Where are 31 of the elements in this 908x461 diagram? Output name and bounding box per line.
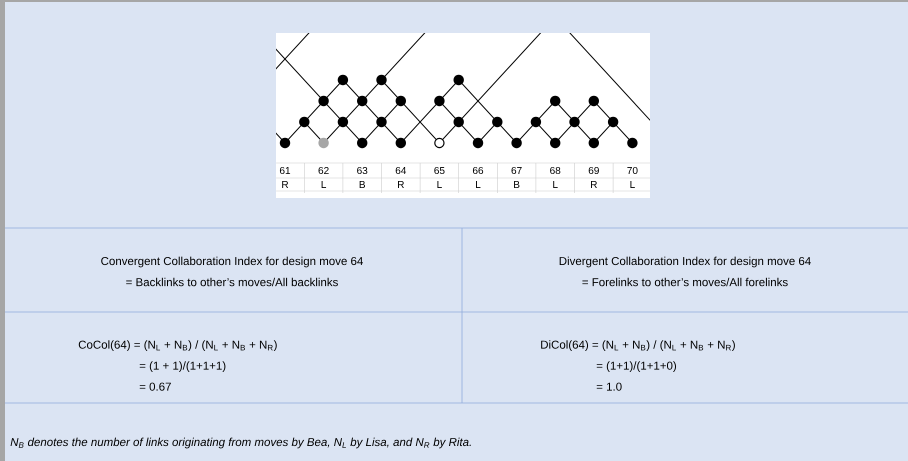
designer-letter: B xyxy=(360,181,366,188)
formula-line: = 1.0 xyxy=(596,382,622,391)
move-number: 61 xyxy=(280,166,290,174)
designer-letter: R xyxy=(282,181,288,188)
designer-letter: L xyxy=(630,181,635,188)
formula-line: CoCol(64) = (N$_{L}$ + N$_{B}$) / (N$_{L}$ + N$_{B}$ + N$_{R}$) xyxy=(78,340,277,351)
move-number: 67 xyxy=(512,166,522,174)
move-number: 66 xyxy=(472,166,484,174)
designer-letter: L xyxy=(553,181,558,188)
move-number: 63 xyxy=(357,166,368,174)
designer-letter: L xyxy=(322,181,326,188)
designer-letter: R xyxy=(398,181,404,188)
move-number: 68 xyxy=(550,166,560,174)
formula-line: = (1+1)/(1+1+0) xyxy=(596,361,676,372)
formula-line: = (1 + 1)/(1+1+1) xyxy=(140,361,226,372)
formula-line: DiCol(64) = (N$_{L}$ + N$_{B}$) / (N$_{L}$ + N$_{B}$ + N$_{R}$) xyxy=(541,340,735,351)
index-definition: = Forelinks to other’s moves/All forelinks xyxy=(582,278,788,286)
designer-letter: B xyxy=(514,181,520,188)
formula-line: = 0.67 xyxy=(140,382,171,391)
designer-letter: R xyxy=(591,181,597,188)
index-definition: = Backlinks to other’s moves/All backlinks xyxy=(126,278,338,286)
index-definition: Convergent Collaboration Index for design move 64 xyxy=(101,256,363,268)
move-number: 64 xyxy=(396,166,406,174)
designer-letter: L xyxy=(476,181,480,188)
move-number: 70 xyxy=(627,166,638,174)
designer-letter: L xyxy=(437,181,442,188)
move-number: 65 xyxy=(434,166,445,174)
move-number: 62 xyxy=(318,166,329,174)
index-definition: Divergent Collaboration Index for design move 64 xyxy=(560,256,811,268)
move-number: 69 xyxy=(588,166,599,174)
footnote: N$_{B}$ denotes the number of links originating from moves by Bea, N$_{L}$ by Lisa, and N$_{R}$ by Rita. xyxy=(10,438,471,448)
